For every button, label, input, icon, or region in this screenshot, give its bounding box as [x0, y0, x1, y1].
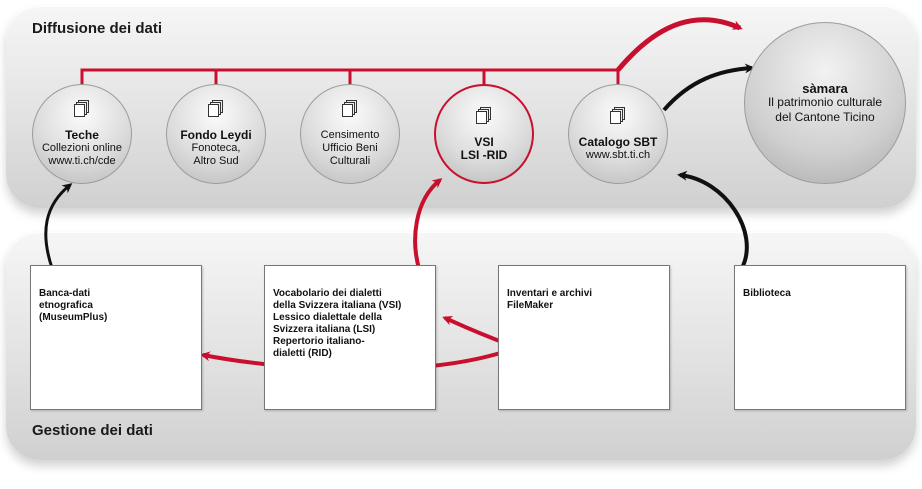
source-line: Culturali: [329, 155, 371, 167]
source-line: LSI -RID: [460, 147, 508, 162]
db-biblioteca: Biblioteca: [734, 265, 906, 410]
db-vsi-lsi-rid: Vocabolario dei dialetti della Svizzera …: [264, 265, 436, 410]
dissemination-title: Diffusione dei dati: [32, 20, 163, 37]
source-line: Collezioni online: [41, 142, 123, 154]
source-line: Ufficio Beni: [322, 142, 378, 154]
source-title: Catalogo SBT: [578, 134, 658, 149]
source-title: Fondo Leydi: [180, 128, 252, 142]
document-stack-icon: [208, 100, 223, 117]
management-title: Gestione dei dati: [32, 422, 153, 439]
db-museumplus: Banca-dati etnografica (MuseumPlus): [30, 265, 202, 410]
document-stack-icon: [610, 106, 625, 124]
portal-samara: sàmara Il patrimonio culturale del Canto…: [744, 22, 906, 184]
document-stack-icon: [342, 100, 357, 117]
document-stack-icon: [476, 106, 491, 124]
source-line: Censimento: [320, 129, 380, 141]
source-line: Fonoteca,: [191, 142, 241, 154]
portal-title: sàmara: [802, 80, 848, 96]
document-stack-icon: [74, 100, 89, 117]
db-label: Vocabolario dei dialetti della Svizzera …: [273, 288, 402, 359]
source-teche: Teche Collezioni online www.ti.ch/cde: [32, 84, 132, 184]
source-title: VSI: [474, 134, 494, 149]
source-line: www.sbt.ti.ch: [585, 148, 651, 161]
db-label: Banca-dati etnografica (MuseumPlus): [39, 288, 108, 323]
source-fondo-leydi: Fondo Leydi Fonoteca, Altro Sud: [166, 84, 266, 184]
db-filemaker: Inventari e archivi FileMaker: [498, 265, 670, 410]
db-label: Inventari e archivi FileMaker: [507, 288, 593, 311]
source-line: www.ti.ch/cde: [48, 155, 116, 167]
portal-line: Il patrimonio culturale: [767, 94, 883, 109]
portal-line: del Cantone Ticino: [775, 109, 875, 124]
source-catalogo-sbt: Catalogo SBT www.sbt.ti.ch: [568, 84, 668, 184]
source-vsi-lsi-rid: VSI LSI -RID: [434, 84, 534, 184]
source-line: Altro Sud: [193, 155, 239, 167]
db-label: Biblioteca: [743, 288, 791, 299]
source-title: Teche: [65, 128, 99, 142]
source-censimento: Censimento Ufficio Beni Culturali: [300, 84, 400, 184]
